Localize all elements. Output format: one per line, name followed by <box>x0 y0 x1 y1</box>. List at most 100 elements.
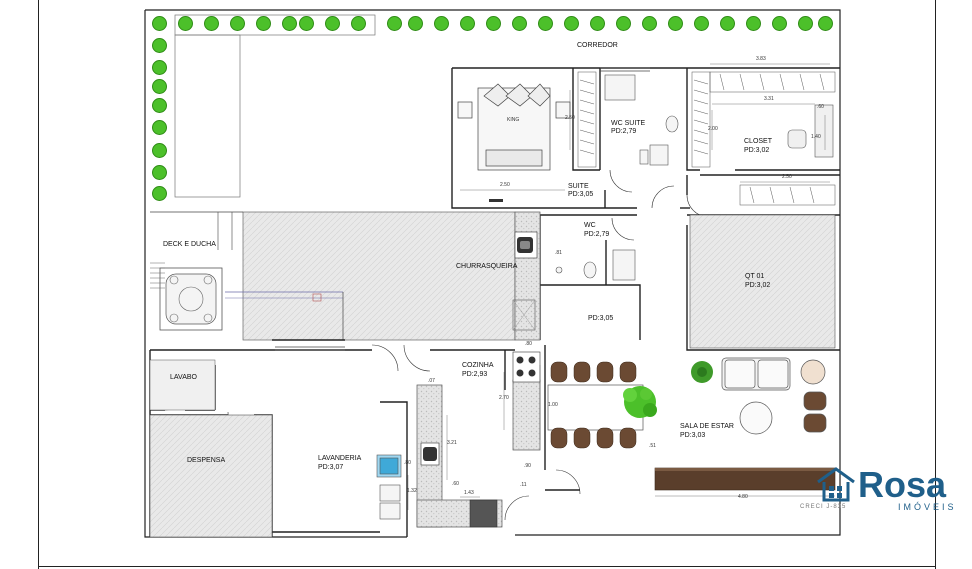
windows <box>275 67 650 351</box>
logo-brand: Rosa <box>858 464 947 505</box>
label-qt01: QT 01 <box>745 273 765 280</box>
label-sala: SALA DE ESTAR <box>680 423 734 430</box>
dim-143: 1.43 <box>464 490 474 496</box>
tree-icon <box>512 16 527 31</box>
kitchen-island <box>512 379 541 451</box>
dim-480: 4.80 <box>738 494 748 500</box>
label-corredor: CORREDOR <box>577 42 618 49</box>
dim-331: 3.31 <box>764 96 774 102</box>
sheet-border-bottom <box>38 566 936 567</box>
tree-icon <box>387 16 402 31</box>
sheet-border-left <box>38 0 39 569</box>
dim-081: .81 <box>555 250 562 256</box>
tree-icon <box>152 143 167 158</box>
dim-011: .11 <box>520 482 527 488</box>
tree-icon <box>152 38 167 53</box>
label-despensa: DESPENSA <box>187 457 226 464</box>
tree-icon <box>152 60 167 75</box>
tree-icon <box>152 120 167 135</box>
cooktop <box>512 351 541 383</box>
label-sala-pd: PD:3,03 <box>680 432 706 439</box>
plant-center <box>623 386 657 418</box>
dim-250c: 2.50 <box>565 115 575 121</box>
label-cozinha: COZINHA <box>462 362 494 369</box>
dim-200: 2.00 <box>708 126 718 132</box>
dim-100: 1.00 <box>548 402 558 408</box>
dim-060a: .60 <box>817 104 824 110</box>
label-wc: WC <box>584 222 596 229</box>
wc-fixtures <box>555 249 636 281</box>
tree-icon <box>538 16 553 31</box>
dim-270: 2.70 <box>499 395 509 401</box>
tree-icon <box>616 16 631 31</box>
garden-strip-top <box>174 14 376 36</box>
dim-250b: 2.50 <box>782 174 792 180</box>
label-wc-suite: WC SUITE <box>611 120 646 127</box>
label-wc-suite-pd: PD:2,79 <box>611 128 637 135</box>
dim-140: 1.40 <box>811 134 821 140</box>
rosa-imoveis-logo: Rosa IMÓVEIS CRECI J-835 <box>800 462 968 522</box>
label-suite: SUITE <box>568 183 589 190</box>
churrasqueira-counter <box>514 211 541 341</box>
tree-icon <box>152 16 167 31</box>
label-deck: DECK E DUCHA <box>163 241 216 248</box>
logo-subtitle: IMÓVEIS <box>898 502 957 512</box>
fridge <box>469 499 498 528</box>
tree-icon <box>325 16 340 31</box>
tree-icon <box>152 186 167 201</box>
dim-07: .07 <box>428 378 435 384</box>
label-lavanderia: LAVANDERIA <box>318 455 362 462</box>
label-churrasqueira: CHURRASQUEIRA <box>456 263 518 270</box>
tree-icon <box>299 16 314 31</box>
outer-walls <box>144 9 841 538</box>
tree-icon <box>590 16 605 31</box>
suite-walls <box>451 67 840 209</box>
tree-icon <box>204 16 219 31</box>
tree-icon <box>642 16 657 31</box>
label-closet-pd: PD:3,02 <box>744 147 770 154</box>
dim-321: 3.21 <box>447 440 457 446</box>
dim-090: .90 <box>524 463 531 469</box>
laundry-fixtures <box>376 454 402 520</box>
closet-wardrobes <box>691 71 836 206</box>
dim-080b: .80 <box>404 460 411 466</box>
tree-icon <box>230 16 245 31</box>
sheet-border-right <box>935 0 936 569</box>
tree-icon <box>152 98 167 113</box>
tree-icon <box>746 16 761 31</box>
garden-lawn <box>174 34 241 198</box>
wc-suite-fixtures <box>604 74 679 166</box>
closet-desk <box>787 104 834 158</box>
deck-area <box>242 211 516 341</box>
tree-icon <box>256 16 271 31</box>
label-cozinha-pd: PD:2,93 <box>462 371 488 378</box>
tree-icon <box>720 16 735 31</box>
tree-icon <box>772 16 787 31</box>
tree-icon <box>152 165 167 180</box>
label-qt01-pd: PD:3,02 <box>745 282 771 289</box>
tree-icon <box>408 16 423 31</box>
hall-walls <box>604 175 690 209</box>
hot-tub <box>159 267 223 331</box>
tree-icon <box>178 16 193 31</box>
qt01-floor <box>689 214 836 349</box>
dim-051: .51 <box>649 443 656 449</box>
suite-wardrobe <box>577 71 597 168</box>
house-logo-icon <box>817 467 855 502</box>
label-wc-pd: PD:2,79 <box>584 231 610 238</box>
dim-132: 1.32 <box>407 488 417 494</box>
kitchen-sink <box>420 442 440 466</box>
logo-creci: CRECI J-835 <box>800 504 847 510</box>
label-lavanderia-pd: PD:3,07 <box>318 464 344 471</box>
label-hall-pd: PD:3,05 <box>588 315 614 322</box>
plant-living <box>691 361 713 383</box>
dim-250a: 2.50 <box>500 182 510 188</box>
tree-icon <box>282 16 297 31</box>
label-king: KING <box>507 117 520 123</box>
lavabo-floor <box>149 359 216 411</box>
despensa-floor <box>149 414 273 538</box>
tree-icon <box>486 16 501 31</box>
living-furniture <box>721 357 827 435</box>
tree-icon <box>798 16 813 31</box>
